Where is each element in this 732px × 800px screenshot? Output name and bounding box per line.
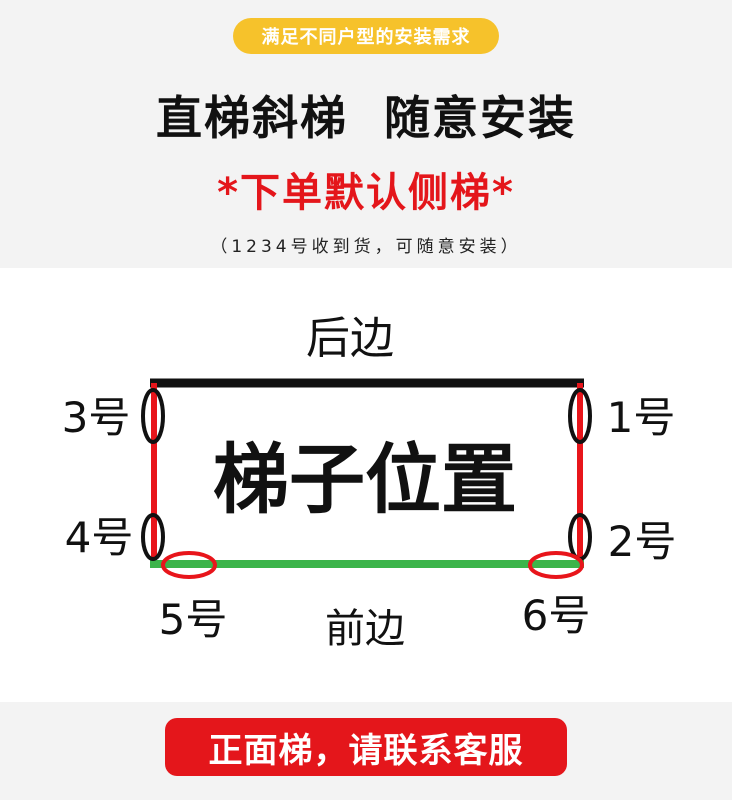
front-side-label: 前边 <box>325 606 405 652</box>
requirement-badge: 满足不同户型的安装需求 <box>233 18 499 54</box>
position-1-marker <box>568 388 592 444</box>
top-banner: 满足不同户型的安装需求 直梯斜梯 随意安装 *下单默认侧梯* （1234号收到货… <box>0 0 732 268</box>
position-6-label: 6号 <box>522 591 591 640</box>
position-3-label: 3号 <box>62 393 131 442</box>
position-4-label: 4号 <box>65 513 134 562</box>
install-note: （1234号收到货，可随意安装） <box>210 237 522 257</box>
ladder-position-title: 梯子位置 <box>213 435 517 524</box>
ladder-position-diagram: 后边 梯子位置 3号 1号 4号 2号 5号 6号 前边 <box>0 268 732 702</box>
position-6-marker <box>528 551 584 579</box>
position-1-label: 1号 <box>607 393 676 442</box>
back-side-label: 后边 <box>306 313 394 364</box>
diagram-svg: 后边 梯子位置 3号 1号 4号 2号 5号 6号 前边 <box>62 313 677 652</box>
position-5-label: 5号 <box>159 595 228 644</box>
contact-service-button[interactable]: 正面梯，请联系客服 <box>165 718 567 776</box>
headline: 直梯斜梯 随意安装 <box>155 91 577 145</box>
default-ladder-note: *下单默认侧梯* <box>217 170 515 216</box>
position-3-marker <box>141 388 165 444</box>
position-5-marker <box>161 551 217 579</box>
position-4-marker <box>141 513 165 561</box>
position-2-label: 2号 <box>608 517 677 566</box>
